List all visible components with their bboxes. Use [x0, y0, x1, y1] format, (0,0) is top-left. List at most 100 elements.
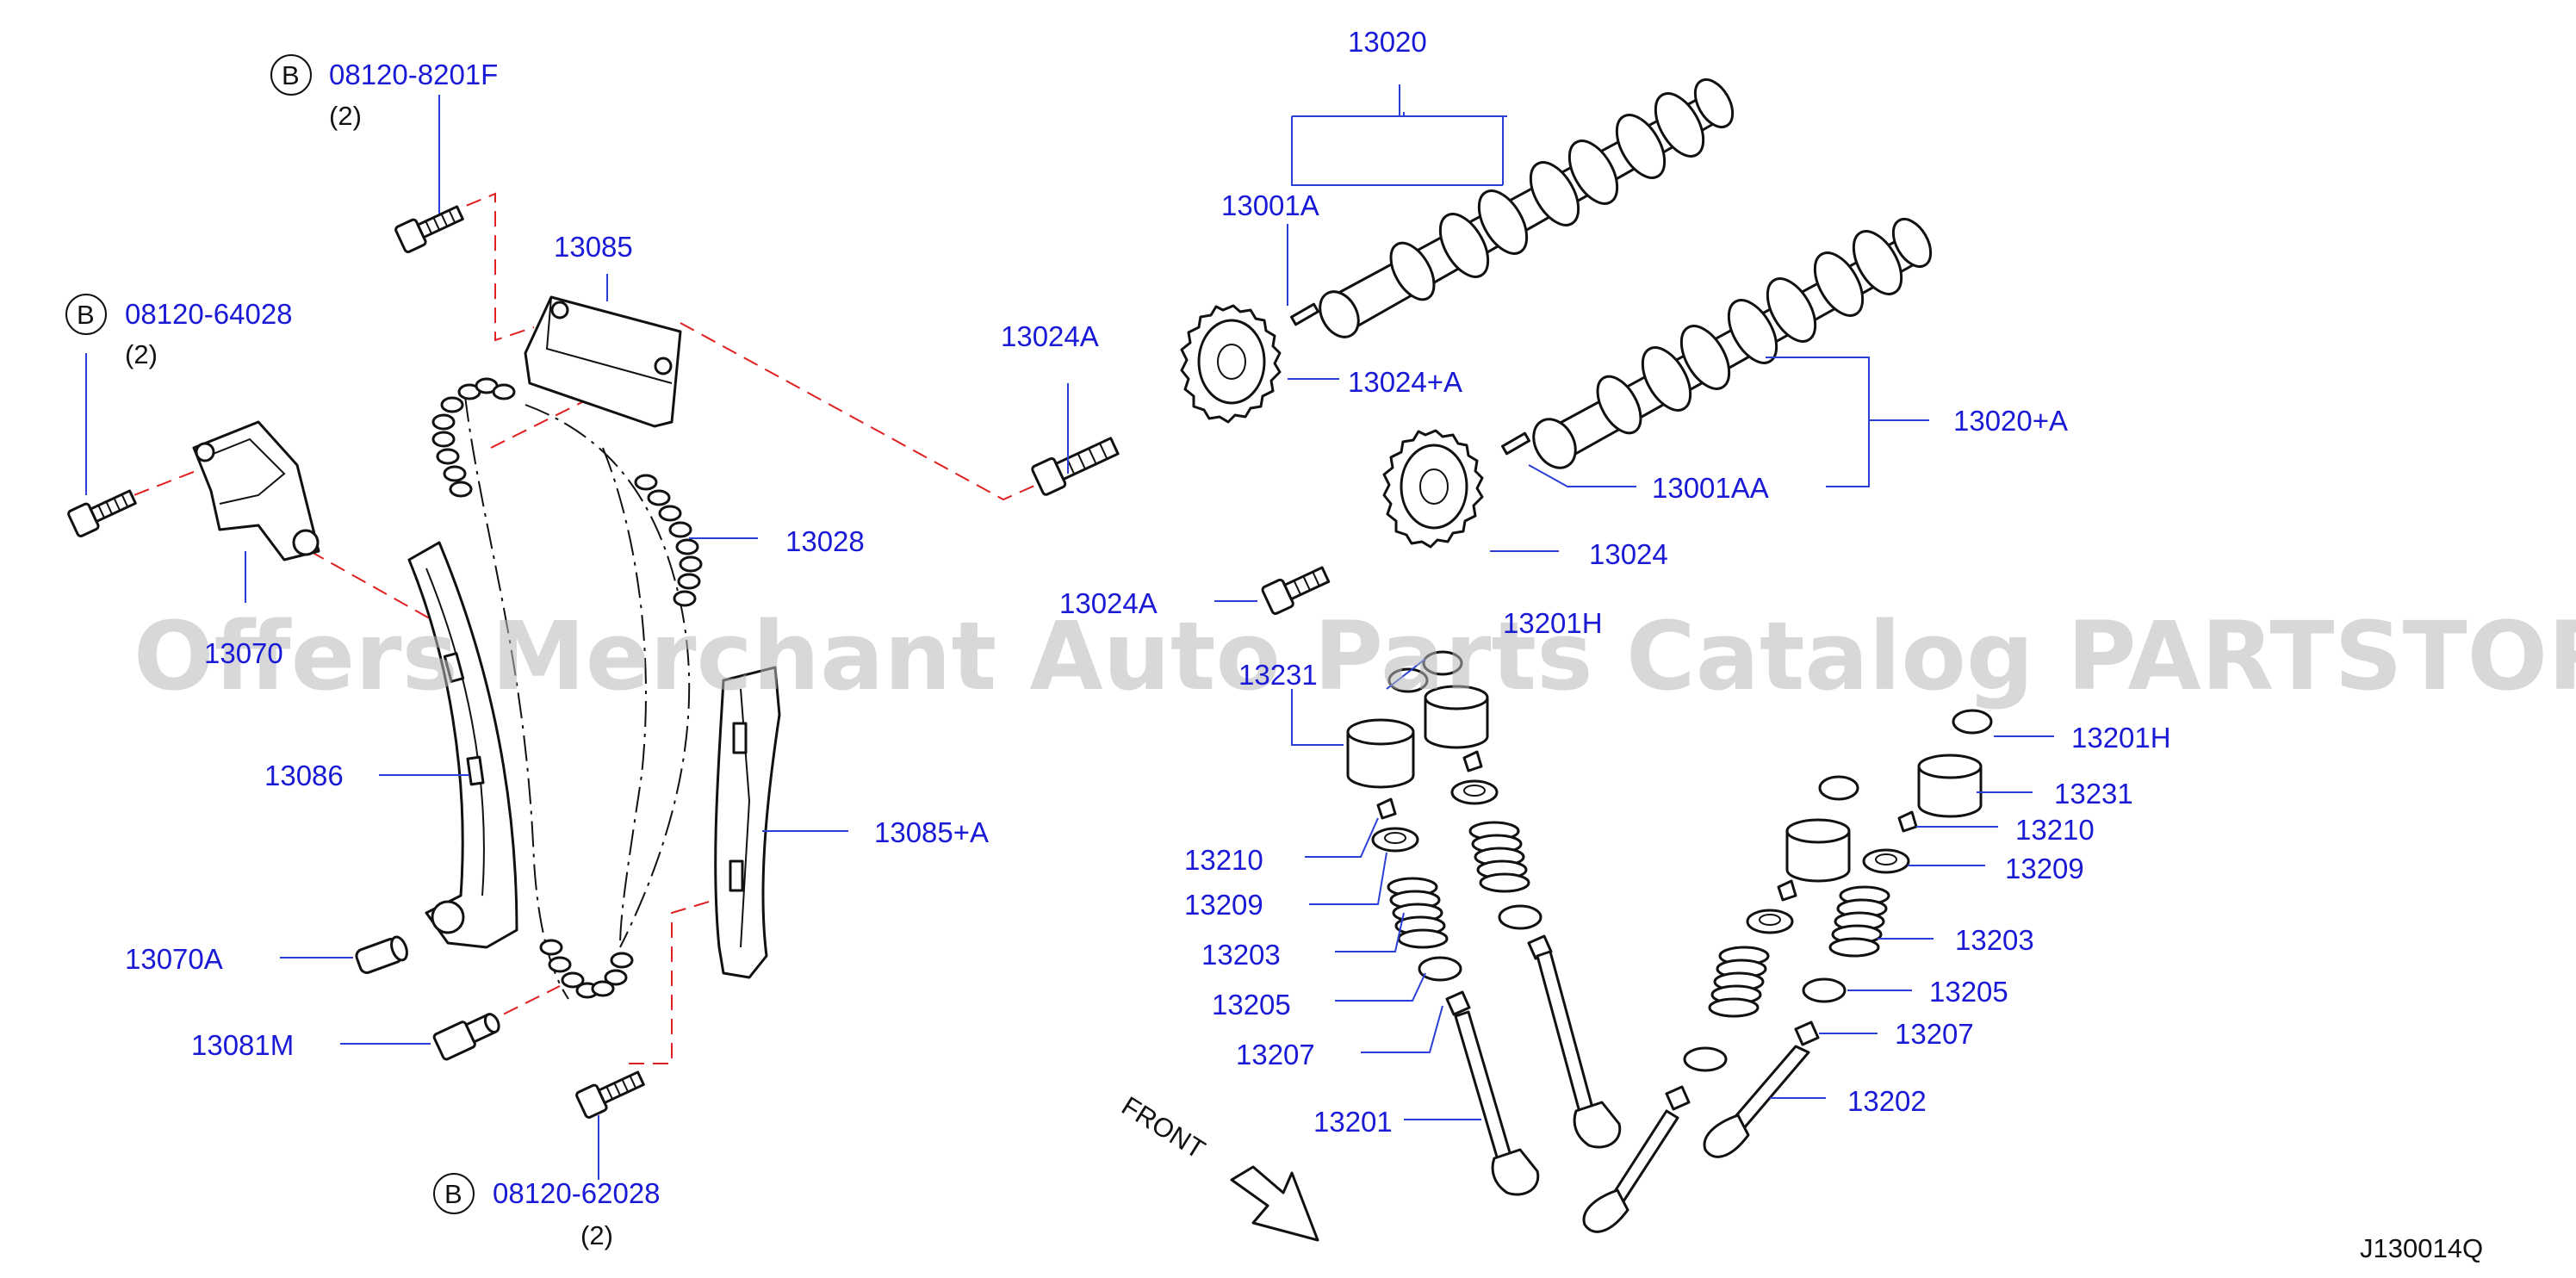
bolt-callout-b2[interactable]: B 08120-64028 (2): [65, 294, 293, 369]
label-13203-left[interactable]: 13203: [1201, 939, 1281, 971]
bolt-callout-b3[interactable]: B 08120-62028 (2): [433, 1173, 661, 1250]
lifter-13231-d[interactable]: [1785, 818, 1851, 883]
bolt-line-lower: [629, 899, 716, 1064]
sprocket-bolt-13024A-upper[interactable]: [1031, 432, 1120, 496]
label-13024A-bolt-upper[interactable]: 13024A: [1001, 320, 1099, 352]
bolt-08120-64028[interactable]: [67, 485, 138, 537]
label-13201[interactable]: 13201: [1313, 1106, 1393, 1138]
label-13086[interactable]: 13086: [264, 760, 344, 791]
camshaft-exhaust-13020[interactable]: [1313, 73, 1741, 344]
label-13070[interactable]: 13070: [204, 637, 283, 669]
label-13001AA[interactable]: 13001AA: [1652, 472, 1769, 504]
bolt-08120-62028[interactable]: [575, 1066, 646, 1119]
dowel-pin-13001A[interactable]: [1290, 302, 1319, 326]
tensioner-line: [309, 550, 449, 630]
lifter-13231-b[interactable]: [1424, 685, 1489, 749]
seal-13207-c[interactable]: [1794, 1021, 1820, 1046]
label-13205-left[interactable]: 13205: [1212, 989, 1291, 1021]
tensioner-arm-13086[interactable]: [407, 541, 518, 949]
label-13207-left[interactable]: 13207: [1236, 1039, 1315, 1070]
seat-13205-c[interactable]: [1802, 977, 1847, 1003]
timing-chain-13028[interactable]: [431, 377, 703, 1000]
tensioner-pin-13070A[interactable]: [355, 935, 410, 975]
lifter-13231-c[interactable]: [1917, 754, 1983, 818]
label-13020[interactable]: 13020: [1348, 26, 1427, 58]
shim-13201H-a[interactable]: [1387, 667, 1429, 693]
label-13205-right[interactable]: 13205: [1929, 976, 2008, 1008]
part-number-08120-8201F[interactable]: 08120-8201F: [329, 59, 498, 90]
lifter-13231-a[interactable]: [1346, 718, 1415, 789]
label-13081M[interactable]: 13081M: [191, 1029, 294, 1061]
label-13231-right[interactable]: 13231: [2054, 778, 2133, 810]
spring-13203-d[interactable]: [1708, 946, 1770, 1018]
slack-guide-13085A[interactable]: [714, 666, 781, 979]
seal-13207-a[interactable]: [1445, 990, 1471, 1016]
label-13001A[interactable]: 13001A: [1221, 189, 1319, 221]
collet-13210-a[interactable]: [1376, 797, 1397, 820]
sprocket-13024A[interactable]: [1180, 304, 1282, 424]
label-13085[interactable]: 13085: [554, 231, 633, 263]
label-13020A[interactable]: 13020+A: [1953, 405, 2068, 437]
camshaft-intake-13020A[interactable]: [1525, 213, 1939, 475]
retainer-13209-c[interactable]: [1862, 848, 1910, 874]
spring-13203-c[interactable]: [1828, 885, 1890, 958]
shim-13201H-c[interactable]: [1952, 709, 1993, 735]
circle-b-icon: [270, 54, 312, 96]
circle-b-icon: [433, 1173, 475, 1214]
sprocket-13024[interactable]: [1382, 429, 1484, 549]
circle-letter: B: [444, 1179, 462, 1209]
label-13210-left[interactable]: 13210: [1184, 844, 1263, 876]
label-13085A[interactable]: 13085+A: [874, 816, 989, 848]
label-13209-right[interactable]: 13209: [2005, 853, 2084, 884]
part-number-08120-64028[interactable]: 08120-64028: [125, 298, 293, 330]
label-13024A-bolt-mid[interactable]: 13024A: [1059, 587, 1158, 619]
label-13207-right[interactable]: 13207: [1895, 1018, 1974, 1050]
collet-13210-c[interactable]: [1897, 810, 1918, 833]
collet-13210-b[interactable]: [1462, 750, 1483, 772]
bolt-08120-8201F[interactable]: [394, 201, 465, 253]
label-13201H-left[interactable]: 13201H: [1503, 607, 1603, 639]
label-13202[interactable]: 13202: [1847, 1085, 1927, 1117]
valve-13201-a[interactable]: [1454, 1010, 1540, 1196]
circle-b-icon: [65, 294, 107, 335]
label-13203-right[interactable]: 13203: [1955, 924, 2034, 956]
label-13201H-right[interactable]: 13201H: [2071, 722, 2171, 754]
callouts: B 08120-8201F (2) B 08120-64028 (2) B 08…: [65, 26, 2483, 1263]
shim-13201H-b[interactable]: [1422, 650, 1463, 676]
retainer-13209-d[interactable]: [1746, 909, 1794, 934]
retainer-13209-b[interactable]: [1450, 779, 1499, 805]
valve-13202-a[interactable]: [1703, 1045, 1810, 1158]
label-13231-left[interactable]: 13231: [1238, 659, 1318, 691]
retainer-13209-a[interactable]: [1371, 827, 1419, 853]
label-13070A[interactable]: 13070A: [125, 943, 223, 975]
seal-13207-d[interactable]: [1665, 1085, 1691, 1111]
label-13028[interactable]: 13028: [785, 525, 865, 557]
shim-13201H-d[interactable]: [1818, 775, 1859, 801]
timing-chain-assembly: [67, 192, 1331, 1119]
label-13024[interactable]: 13024: [1589, 538, 1668, 570]
chain-tensioner-13070[interactable]: [192, 420, 320, 561]
seat-13205-b[interactable]: [1498, 904, 1542, 930]
sprocket-bolt-13024A-mid[interactable]: [1261, 561, 1331, 616]
camshaft-assembly: [1180, 73, 1939, 549]
collet-13210-d[interactable]: [1777, 879, 1797, 902]
front-arrow-icon: [1230, 1165, 1319, 1242]
part-number-08120-62028[interactable]: 08120-62028: [493, 1177, 661, 1209]
chain-guide-upper-13085[interactable]: [524, 295, 682, 428]
spring-13203-b[interactable]: [1468, 821, 1530, 893]
label-13024A-sprocket[interactable]: 13024+A: [1348, 366, 1462, 398]
front-label: FRONT: [1116, 1090, 1210, 1164]
bolt-callout-b1[interactable]: B 08120-8201F (2): [270, 54, 498, 131]
watermark-text: Offers Merchant Auto Parts Catalog PARTS…: [133, 601, 2576, 711]
seat-13205-d[interactable]: [1683, 1046, 1728, 1072]
plunger-13081M[interactable]: [432, 1008, 503, 1061]
dowel-pin-13001AA[interactable]: [1501, 431, 1530, 456]
seat-13205-a[interactable]: [1418, 956, 1462, 982]
label-13209-left[interactable]: 13209: [1184, 889, 1263, 921]
label-13210-right[interactable]: 13210: [2015, 814, 2095, 846]
spring-13203-a[interactable]: [1387, 877, 1449, 949]
front-indicator: FRONT: [1116, 1090, 1319, 1242]
valve-13202-b[interactable]: [1582, 1109, 1679, 1233]
valve-13201-b[interactable]: [1536, 950, 1622, 1149]
